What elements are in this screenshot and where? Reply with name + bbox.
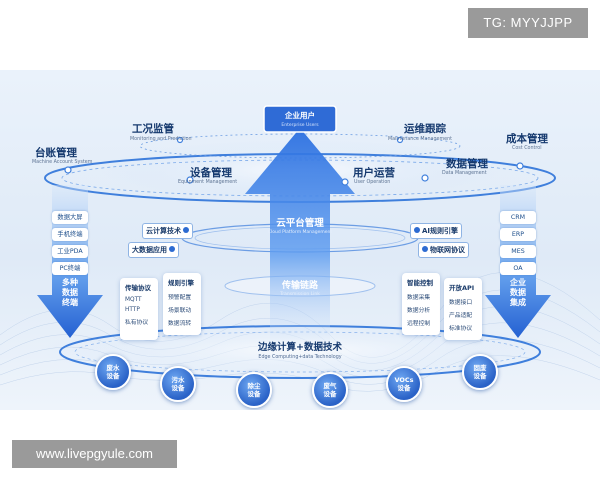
watermark-bottom: www.livepgyule.com (12, 440, 177, 468)
svg-text:Machine Account System: Machine Account System (32, 159, 93, 165)
svg-text:云平台管理: 云平台管理 (276, 217, 324, 229)
user-operation-label: 用户运营 User Operation (352, 166, 395, 185)
maintenance-label: 运维跟踪 Maintenance Management (388, 122, 452, 142)
svg-text:运维跟踪: 运维跟踪 (404, 122, 446, 135)
equipment-label: 设备管理 Equipment Management (178, 166, 237, 185)
svg-text:成本管理: 成本管理 (506, 132, 548, 145)
central-up-arrow (245, 128, 355, 340)
svg-text:台账管理: 台账管理 (35, 146, 77, 159)
dot-icon (183, 227, 189, 233)
tag-iot-protocol: 物联网协议 (418, 242, 469, 258)
svg-text:Cost Control: Cost Control (512, 145, 542, 151)
svg-text:User Operation: User Operation (354, 179, 390, 185)
svg-text:Edge Computing+data Technology: Edge Computing+data Technology (258, 354, 341, 360)
left-chip: PC终端 (52, 262, 88, 275)
watermark-top: TG: MYYJJPP (468, 8, 588, 38)
svg-text:Transmission Link: Transmission Link (279, 291, 320, 297)
card-smart-control: 智能控制 数据采集 数据分析 远程控制 (402, 273, 440, 335)
svg-text:边缘计算+数据技术: 边缘计算+数据技术 (257, 341, 342, 353)
edge-computing-label: 边缘计算+数据技术 Edge Computing+data Technology (257, 341, 342, 360)
dot-icon (422, 246, 428, 252)
right-chip: CRM (500, 211, 536, 224)
svg-text:设备管理: 设备管理 (190, 166, 232, 179)
svg-text:数据管理: 数据管理 (445, 157, 488, 170)
svg-text:Equipment Management: Equipment Management (178, 179, 237, 185)
card-open-api: 开放API 数据接口 产品适配 标准协议 (444, 278, 482, 340)
right-chip: MES (500, 245, 536, 258)
architecture-diagram: 企业用户 Enterprise Users 工况监管 Monitoring an… (0, 70, 600, 410)
left-chip: 工业PDA (52, 245, 88, 258)
device-wastewater: 废水设备 (95, 354, 131, 390)
svg-text:Maintenance Management: Maintenance Management (388, 136, 452, 142)
svg-text:Cloud Platform Management: Cloud Platform Management (268, 229, 333, 235)
tag-ai-rules: AI规则引擎 (410, 223, 463, 239)
svg-text:工况监管: 工况监管 (132, 122, 174, 135)
machine-account-label: 台账管理 Machine Account System (32, 146, 93, 165)
dot-icon (169, 246, 175, 252)
left-chip: 手机终端 (52, 228, 88, 241)
enterprise-users-subtitle: Enterprise Users (281, 122, 319, 128)
cost-label: 成本管理 Cost Control (506, 132, 548, 151)
right-chip: ERP (500, 228, 536, 241)
ring-dots (64, 136, 524, 186)
monitoring-label: 工况监管 Monitoring and Prediction (130, 122, 192, 142)
right-arrow-label: 企业数据集成 (510, 278, 526, 307)
svg-text:传输链路: 传输链路 (281, 279, 319, 291)
data-management-label: 数据管理 Data Management (442, 157, 488, 176)
dot-icon (414, 227, 420, 233)
left-chip: 数据大屏 (52, 211, 88, 224)
tag-cloud-computing: 云计算技术 (142, 223, 193, 239)
device-solid-waste: 固废设备 (462, 354, 498, 390)
left-arrow-label: 多种数据终端 (62, 278, 78, 307)
enterprise-users-title: 企业用户 (284, 110, 315, 120)
device-dust-removal: 除尘设备 (236, 372, 272, 408)
right-chip: OA (500, 262, 536, 275)
svg-text:Monitoring and Prediction: Monitoring and Prediction (130, 136, 192, 142)
svg-text:Data Management: Data Management (442, 170, 487, 176)
card-transport-protocol: 传输协议 MQTT HTTP 私有协议 (120, 278, 158, 340)
device-sewage: 污水设备 (160, 366, 196, 402)
tag-big-data: 大数据应用 (128, 242, 179, 258)
cloud-platform-label: 云平台管理 Cloud Platform Management (268, 217, 333, 235)
device-exhaust-gas: 废气设备 (312, 372, 348, 408)
diagram-graphics: 企业用户 Enterprise Users 工况监管 Monitoring an… (0, 105, 600, 392)
transmission-label: 传输链路 Transmission Link (279, 279, 320, 297)
svg-text:用户运营: 用户运营 (352, 166, 395, 179)
card-rule-engine: 规则引擎 预警配置 场景联动 数据流转 (163, 273, 201, 335)
enterprise-users-node: 企业用户 Enterprise Users (263, 105, 337, 133)
